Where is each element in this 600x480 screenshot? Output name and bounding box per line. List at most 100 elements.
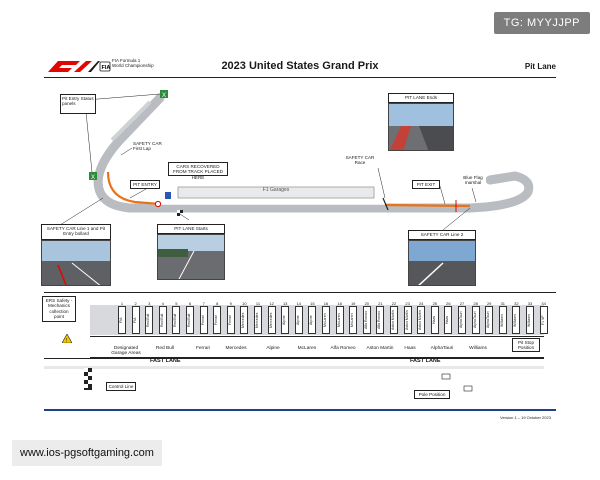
section-label: Pit Lane	[524, 62, 556, 71]
garage-slot: Williams	[526, 306, 534, 334]
garage-slot: AlphaTauri	[471, 306, 480, 334]
garage-number: 13	[282, 301, 288, 306]
garage-slot: AlphaTauri	[485, 306, 494, 334]
garage-number: 23	[405, 301, 410, 306]
garage-number: 14	[296, 301, 302, 306]
pit-lane-end-marker	[382, 197, 389, 211]
garage-slot: Aston Martin	[390, 306, 398, 334]
garage-number: 27	[459, 301, 465, 306]
garage-number: 31	[500, 301, 506, 306]
garage-number: 5	[175, 301, 178, 306]
garage-number: 11	[255, 301, 261, 306]
garage-slot: Alpine	[308, 306, 317, 334]
garage-number: 20	[364, 301, 370, 306]
safety-car-line2-callout: SAFETY CAR Line 2	[408, 230, 476, 240]
garage-number: 18	[337, 301, 342, 306]
team-alfa-romeo: Alfa Romeo	[330, 346, 356, 351]
garage-slot: Red Bull	[186, 306, 194, 334]
garage-slot: Aston Martin	[417, 306, 426, 334]
garage-number: 21	[378, 301, 383, 306]
safety-car-race-callout: SAFETY CAR Race	[344, 154, 376, 168]
garage-number: 10	[242, 301, 247, 306]
pit-exit-callout: PIT EXIT	[412, 180, 440, 189]
safety-car-line1-photo	[41, 240, 111, 286]
garage-number: 12	[269, 301, 274, 306]
watermark-url: www.ios-pgsoftgaming.com	[12, 440, 162, 466]
page-title: 2023 United States Grand Prix	[221, 60, 379, 72]
watermark-tg: TG: MYYJJPP	[493, 12, 590, 34]
pole-position-marker	[441, 373, 473, 392]
garage-number: 32	[514, 301, 519, 306]
garage-number: 7	[202, 301, 205, 306]
garage-slot: McLaren	[349, 306, 358, 334]
svg-text:X: X	[162, 93, 166, 99]
garage-slot: F1 VP	[539, 306, 548, 334]
garage-number: 29	[486, 301, 492, 306]
garage-slot: Mercedes	[240, 306, 249, 334]
team-williams: Williams	[469, 346, 487, 351]
inner-lane	[44, 366, 544, 369]
svg-text:!: !	[66, 338, 67, 343]
cars-recovered-callout: CARS RECOVERED FROM TRACK PLACED HERE	[168, 162, 228, 180]
garage-number: 19	[350, 301, 356, 306]
pit-entry-line	[106, 171, 161, 206]
leader-lines	[59, 93, 477, 230]
team-alphatauri: AlphaTauri	[430, 346, 454, 351]
garage-slot: Mercedes	[254, 306, 262, 334]
pit-lane-ends-callout: PIT LANE Ends	[388, 93, 454, 103]
garage-slot: Haas	[444, 306, 453, 334]
garage-slot: Haas	[430, 306, 439, 334]
pit-entry-status-flag-icon	[160, 90, 168, 98]
pit-lane-ends-photo	[388, 103, 454, 151]
team-aston-martin: Aston Martin	[366, 346, 394, 351]
garage-number: 22	[391, 301, 397, 306]
garage-number: 16	[323, 301, 329, 306]
garages-outline	[177, 186, 375, 199]
section-divider	[44, 292, 556, 293]
garage-slot: AlphaTauri	[458, 306, 466, 334]
garage-slot: Alpine	[294, 306, 303, 334]
garage-slot: Williams	[498, 306, 507, 334]
safety-car-line2-photo	[408, 240, 476, 286]
garage-slot: Mercedes	[267, 306, 276, 334]
pit-lane-start-marker	[154, 200, 162, 208]
garage-slot: Ferrari	[199, 306, 208, 334]
footer-divider	[44, 409, 556, 411]
svg-text:FIA: FIA	[102, 65, 111, 71]
garage-slot: Aston Martin	[403, 306, 412, 334]
garage-number: 2	[134, 301, 137, 306]
pit-exit-line	[384, 203, 471, 208]
blue-flag-callout: Blue Flag marshal	[460, 174, 486, 188]
garage-number: 8	[216, 301, 219, 306]
fast-lane-label-1: FAST LANE	[150, 358, 181, 364]
garage-slot: McLaren	[322, 306, 330, 334]
recovered-cars-sign-icon	[165, 192, 171, 199]
team-row	[90, 336, 544, 358]
header-divider	[44, 77, 556, 78]
pit-entry-callout: PIT ENTRY	[130, 180, 160, 189]
designated-garages-label: Designated Garage Areas	[111, 346, 141, 356]
track-upper	[110, 100, 152, 142]
team-ferrari: Ferrari	[195, 346, 211, 351]
team-red-bull: Red Bull	[155, 346, 175, 351]
pit-lane-starts-callout: PIT LANE Starts	[157, 224, 225, 234]
logo-caption: FIA Formula 1 World Championship	[112, 58, 154, 68]
garage-slot: Ferrari	[226, 306, 235, 334]
pole-position-callout: Pole Position	[414, 390, 450, 399]
pit-lane-starts-photo	[157, 234, 225, 280]
team-mclaren: McLaren	[297, 346, 317, 351]
garage-number: 26	[446, 301, 451, 306]
f1-garages-label: F1 Garages	[262, 187, 290, 193]
team-alpine: Alpine	[266, 346, 280, 351]
garage-slot: Red Bull	[145, 306, 154, 334]
track-map: X X	[59, 90, 534, 230]
garage-slot: Williams	[512, 306, 521, 334]
safety-car-first-lap-callout: SAFETY CAR First Lap	[132, 140, 172, 154]
control-line-callout: Control Line	[106, 382, 136, 391]
garage-number: 1	[120, 301, 124, 306]
pit-entry-status-callout: Pit Entry Status panels	[60, 94, 96, 114]
garage-number: 6	[188, 301, 192, 306]
safety-car-line1-callout: SAFETY CAR Line 1 and Pit Entry bollard	[41, 224, 111, 240]
team-haas: Haas	[404, 346, 416, 351]
team-mercedes: Mercedes	[225, 346, 247, 351]
